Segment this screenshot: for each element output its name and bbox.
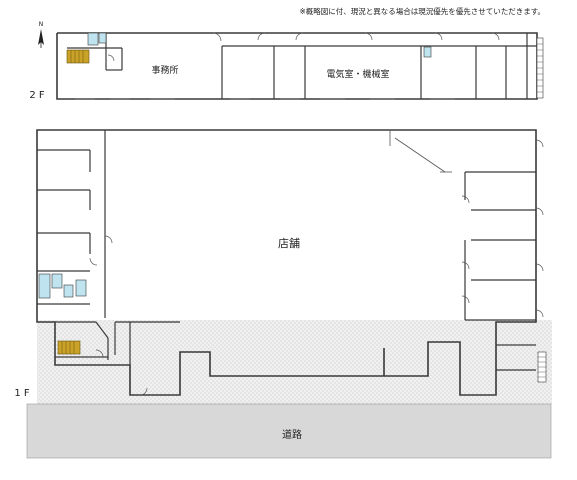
stair-2f xyxy=(66,49,90,64)
toilet-1f xyxy=(38,273,51,299)
sink-2f xyxy=(98,32,107,44)
washbasin-1f xyxy=(75,279,87,297)
road xyxy=(26,403,552,459)
first-floor-plan: 店舗 1 F xyxy=(14,129,552,404)
floor-label-2f: 2 F xyxy=(29,90,45,101)
toilet-2f xyxy=(87,32,99,46)
urinal-1f xyxy=(63,284,74,298)
north-arrow-icon: N xyxy=(38,21,44,48)
sink-1f xyxy=(51,273,63,289)
room-label-office: 事務所 xyxy=(151,64,178,76)
room-label-machine-room: 電気室・機械室 xyxy=(326,68,389,80)
room-label-store: 店舗 xyxy=(278,236,300,250)
floor-label-1f: 1 F xyxy=(14,388,30,399)
notice-text: ※概略図に付、現況と異なる場合は現況優先を優先させていただきます。 xyxy=(299,6,545,16)
toilet-2f-b xyxy=(423,46,432,58)
store-outline xyxy=(36,129,537,396)
second-floor-plan: 事務所 電気室・機械室 2 F xyxy=(29,32,544,101)
paving-area xyxy=(37,320,552,404)
stair-1f xyxy=(57,340,81,355)
road-label: 道路 xyxy=(282,428,302,441)
compass-label: N xyxy=(39,21,44,28)
